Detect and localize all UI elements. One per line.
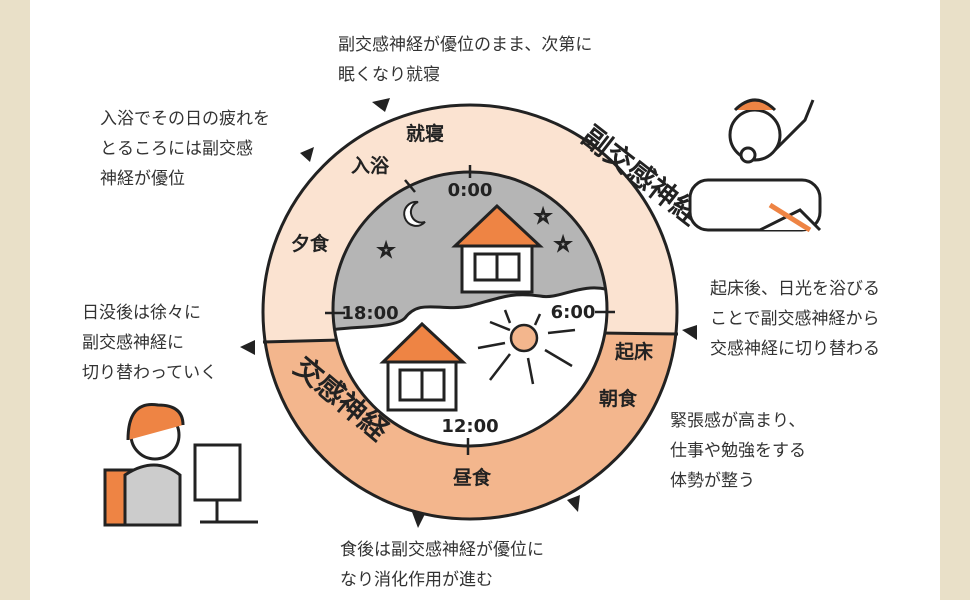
note-meal: 食後は副交感神経が優位に なり消化作用が進む	[340, 540, 544, 590]
star-icon: ☆	[535, 206, 551, 227]
note-tension: 緊張感が高まり、 仕事や勉強をする 体勢が整う	[670, 411, 806, 491]
event-lunch: 昼食	[453, 466, 492, 489]
note-bath: 入浴でその日の疲れを とるころには副交感 神経が優位	[100, 109, 270, 189]
marker-icon	[372, 98, 390, 112]
marker-icon	[412, 512, 425, 528]
event-wake: 起床	[614, 340, 653, 363]
marker-icon	[682, 325, 697, 340]
note-sleep: 副交感神経が優位のまま、次第に 眠くなり就寝	[338, 35, 593, 85]
marker-icon	[567, 495, 580, 512]
note-wake: 起床後、日光を浴びる ことで副交感神経から 交感神経に切り替わる	[710, 279, 880, 359]
note-sunset: 日没後は徐々に 副交感神経に 切り替わっていく	[82, 303, 218, 383]
sun-icon	[477, 309, 576, 385]
moon-icon	[403, 200, 426, 227]
event-bath: 入浴	[351, 155, 390, 177]
waking-person-illustration	[688, 98, 822, 233]
event-dinner: 夕食	[291, 232, 330, 255]
office-worker-illustration	[103, 402, 258, 527]
star-icon: ☆	[555, 234, 571, 255]
night-house-icon	[451, 203, 544, 294]
marker-icon	[300, 147, 314, 162]
marker-icon	[240, 340, 255, 355]
event-breakfast: 朝食	[599, 387, 638, 410]
time-0: 0:00	[448, 180, 493, 201]
time-12: 12:00	[441, 416, 498, 437]
time-6: 6:00	[551, 302, 596, 323]
time-18: 18:00	[341, 303, 398, 324]
event-sleep: 就寝	[406, 122, 444, 145]
star-icon: ☆	[378, 240, 394, 261]
day-house-icon	[379, 321, 467, 412]
